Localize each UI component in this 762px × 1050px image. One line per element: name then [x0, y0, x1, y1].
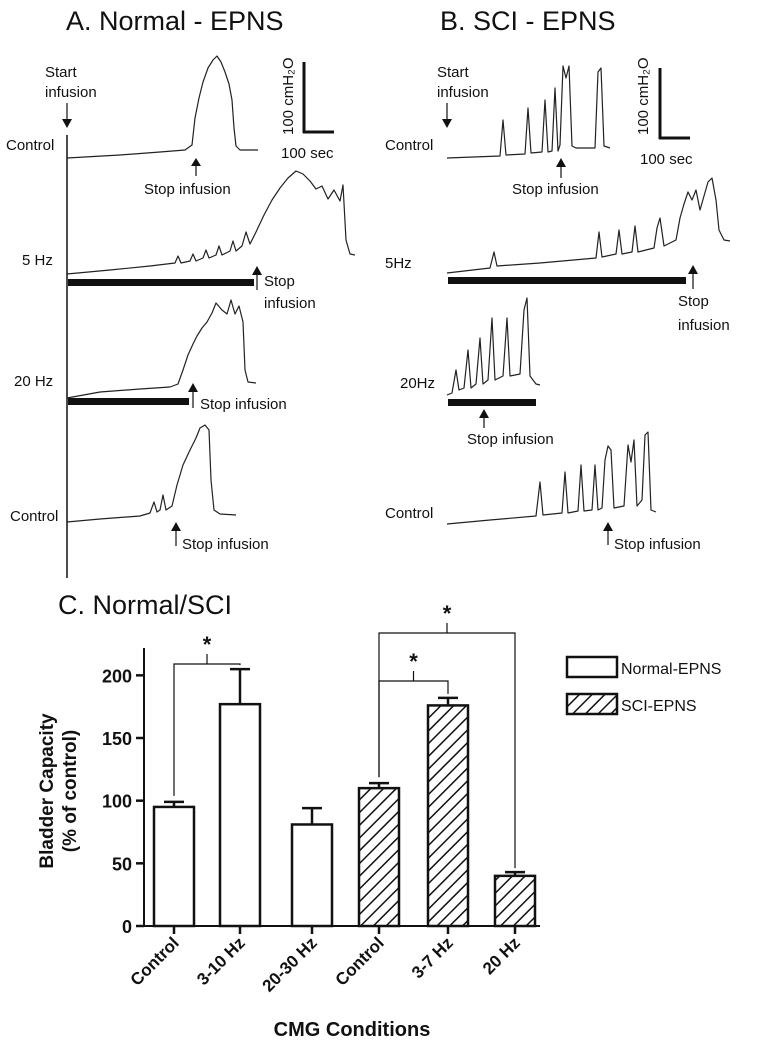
- y-ticks: 0 50 100 150 200: [102, 666, 144, 937]
- panel-b-row3-stop-label: Stop infusion: [467, 431, 554, 448]
- panel-b-row2-stop-arrow: [688, 265, 698, 289]
- panel-b-start-label-2: infusion: [437, 84, 489, 101]
- panel-c: C. Normal/SCI Bladder Capacity (% of con…: [37, 590, 721, 1041]
- significance-star: *: [443, 601, 452, 626]
- panel-a-row2-label: 5 Hz: [22, 252, 53, 269]
- panel-a-row4-label: Control: [10, 508, 58, 525]
- y-tick-label: 0: [122, 917, 132, 937]
- y-tick-label: 150: [102, 729, 132, 749]
- panel-a-row1-label: Control: [6, 137, 54, 154]
- panel-a-row2-stop-arrow: [252, 266, 262, 290]
- panel-b-start-arrow: [442, 103, 452, 128]
- panel-a-start-label: Start: [45, 64, 78, 81]
- bar: [152, 805, 196, 928]
- bars: [152, 667, 537, 928]
- x-tick-label: 3-7 Hz: [408, 933, 457, 982]
- y-tick-label: 100: [102, 792, 132, 812]
- panel-b-row1-stop-label: Stop infusion: [512, 181, 599, 198]
- panel-b-scale-y-label: 100 cmH₂O: [635, 57, 652, 135]
- panel-a-row2-stop-label-1: Stop: [264, 273, 295, 290]
- panel-a-scale-x-label: 100 sec: [281, 145, 334, 162]
- panel-b-scale-x-label: 100 sec: [640, 151, 693, 168]
- y-tick-label: 200: [102, 666, 132, 686]
- panel-a-row4-stop-label: Stop infusion: [182, 536, 269, 553]
- panel-b-row3-stim-bar: [448, 399, 536, 406]
- panel-a-row3-stop-arrow: [188, 383, 198, 408]
- legend-label-normal: Normal-EPNS: [621, 661, 721, 678]
- x-tick-label: Control: [127, 933, 183, 989]
- panel-a-start-label-2: infusion: [45, 84, 97, 101]
- panel-b-row2-label: 5Hz: [385, 255, 412, 272]
- panel-b-scale-bar: [658, 68, 690, 140]
- panel-a-row2-stim-bar: [68, 279, 254, 286]
- panel-b-row2-stim-bar: [448, 277, 686, 284]
- panel-a-row3-label: 20 Hz: [14, 373, 53, 390]
- legend: Normal-EPNS SCI-EPNS: [565, 655, 721, 716]
- panel-a-row4-stop-arrow: [171, 522, 181, 546]
- panel-b-row3-label: 20Hz: [400, 375, 435, 392]
- x-tick-label: Control: [332, 933, 388, 989]
- bar: [218, 702, 262, 928]
- panel-b-row1-label: Control: [385, 137, 433, 154]
- panel-a-row2-trace: [66, 170, 356, 275]
- panel-b-start-label: Start: [437, 64, 470, 81]
- panel-a-row1-trace: [66, 55, 258, 159]
- panel-b-row2-trace: [446, 177, 731, 274]
- panel-b-row2-stop-label-1: Stop: [678, 293, 709, 310]
- significance-star: *: [203, 632, 212, 657]
- panel-b-row2-stop-label-2: infusion: [678, 317, 730, 334]
- bar: [426, 704, 470, 928]
- y-tick-label: 50: [112, 854, 132, 874]
- legend-swatch-sci: [565, 692, 619, 716]
- panel-a-scale-bar: [302, 62, 334, 134]
- x-tick-label: 20 Hz: [479, 933, 524, 978]
- panel-a-row1-stop-label: Stop infusion: [144, 181, 231, 198]
- panel-a-scale-y-label: 100 cmH₂O: [280, 57, 297, 135]
- panel-b-row1-trace: [446, 65, 611, 159]
- panel-a-row3-stim-bar: [68, 398, 189, 405]
- panel-b-row1-stop-arrow: [556, 158, 566, 178]
- x-axis-label: CMG Conditions: [274, 1019, 431, 1041]
- panel-a-row2-stop-label-2: infusion: [264, 295, 316, 312]
- panel-a-row4-trace: [66, 424, 237, 523]
- bar: [290, 823, 334, 928]
- panel-b-title: B. SCI - EPNS: [440, 6, 616, 36]
- significance-brackets: * * *: [173, 601, 516, 869]
- panel-a-title: A. Normal - EPNS: [66, 6, 284, 36]
- legend-label-sci: SCI-EPNS: [621, 698, 697, 715]
- bar: [357, 786, 401, 928]
- panel-b-row4-label: Control: [385, 505, 433, 522]
- chart-title: C. Normal/SCI: [58, 590, 232, 620]
- panel-a-row3-trace: [66, 299, 257, 399]
- significance-star: *: [409, 649, 418, 674]
- panel-b-row4-trace: [446, 431, 657, 525]
- panel-b-row3-trace: [446, 297, 541, 396]
- panel-a-row1-stop-arrow: [191, 158, 201, 176]
- x-tick-label: 20-30 Hz: [259, 933, 321, 995]
- panel-b-row4-stop-label: Stop infusion: [614, 536, 701, 553]
- y-axis-label-line2: (% of control): [60, 730, 81, 852]
- x-tick-label: 3-10 Hz: [193, 933, 249, 989]
- y-axis-label-line1: Bladder Capacity: [37, 713, 58, 869]
- panel-a-start-arrow: [62, 103, 72, 128]
- panel-b: B. SCI - EPNS Start infusion 100 cmH₂O 1…: [385, 6, 731, 553]
- panel-a-row3-stop-label: Stop infusion: [200, 396, 287, 413]
- bar: [493, 874, 537, 928]
- legend-swatch-normal: [565, 655, 619, 679]
- panel-b-row4-stop-arrow: [603, 522, 613, 545]
- panel-b-row3-stop-arrow: [479, 409, 489, 428]
- panel-a: A. Normal - EPNS Start infusion 100 cmH₂…: [6, 6, 356, 578]
